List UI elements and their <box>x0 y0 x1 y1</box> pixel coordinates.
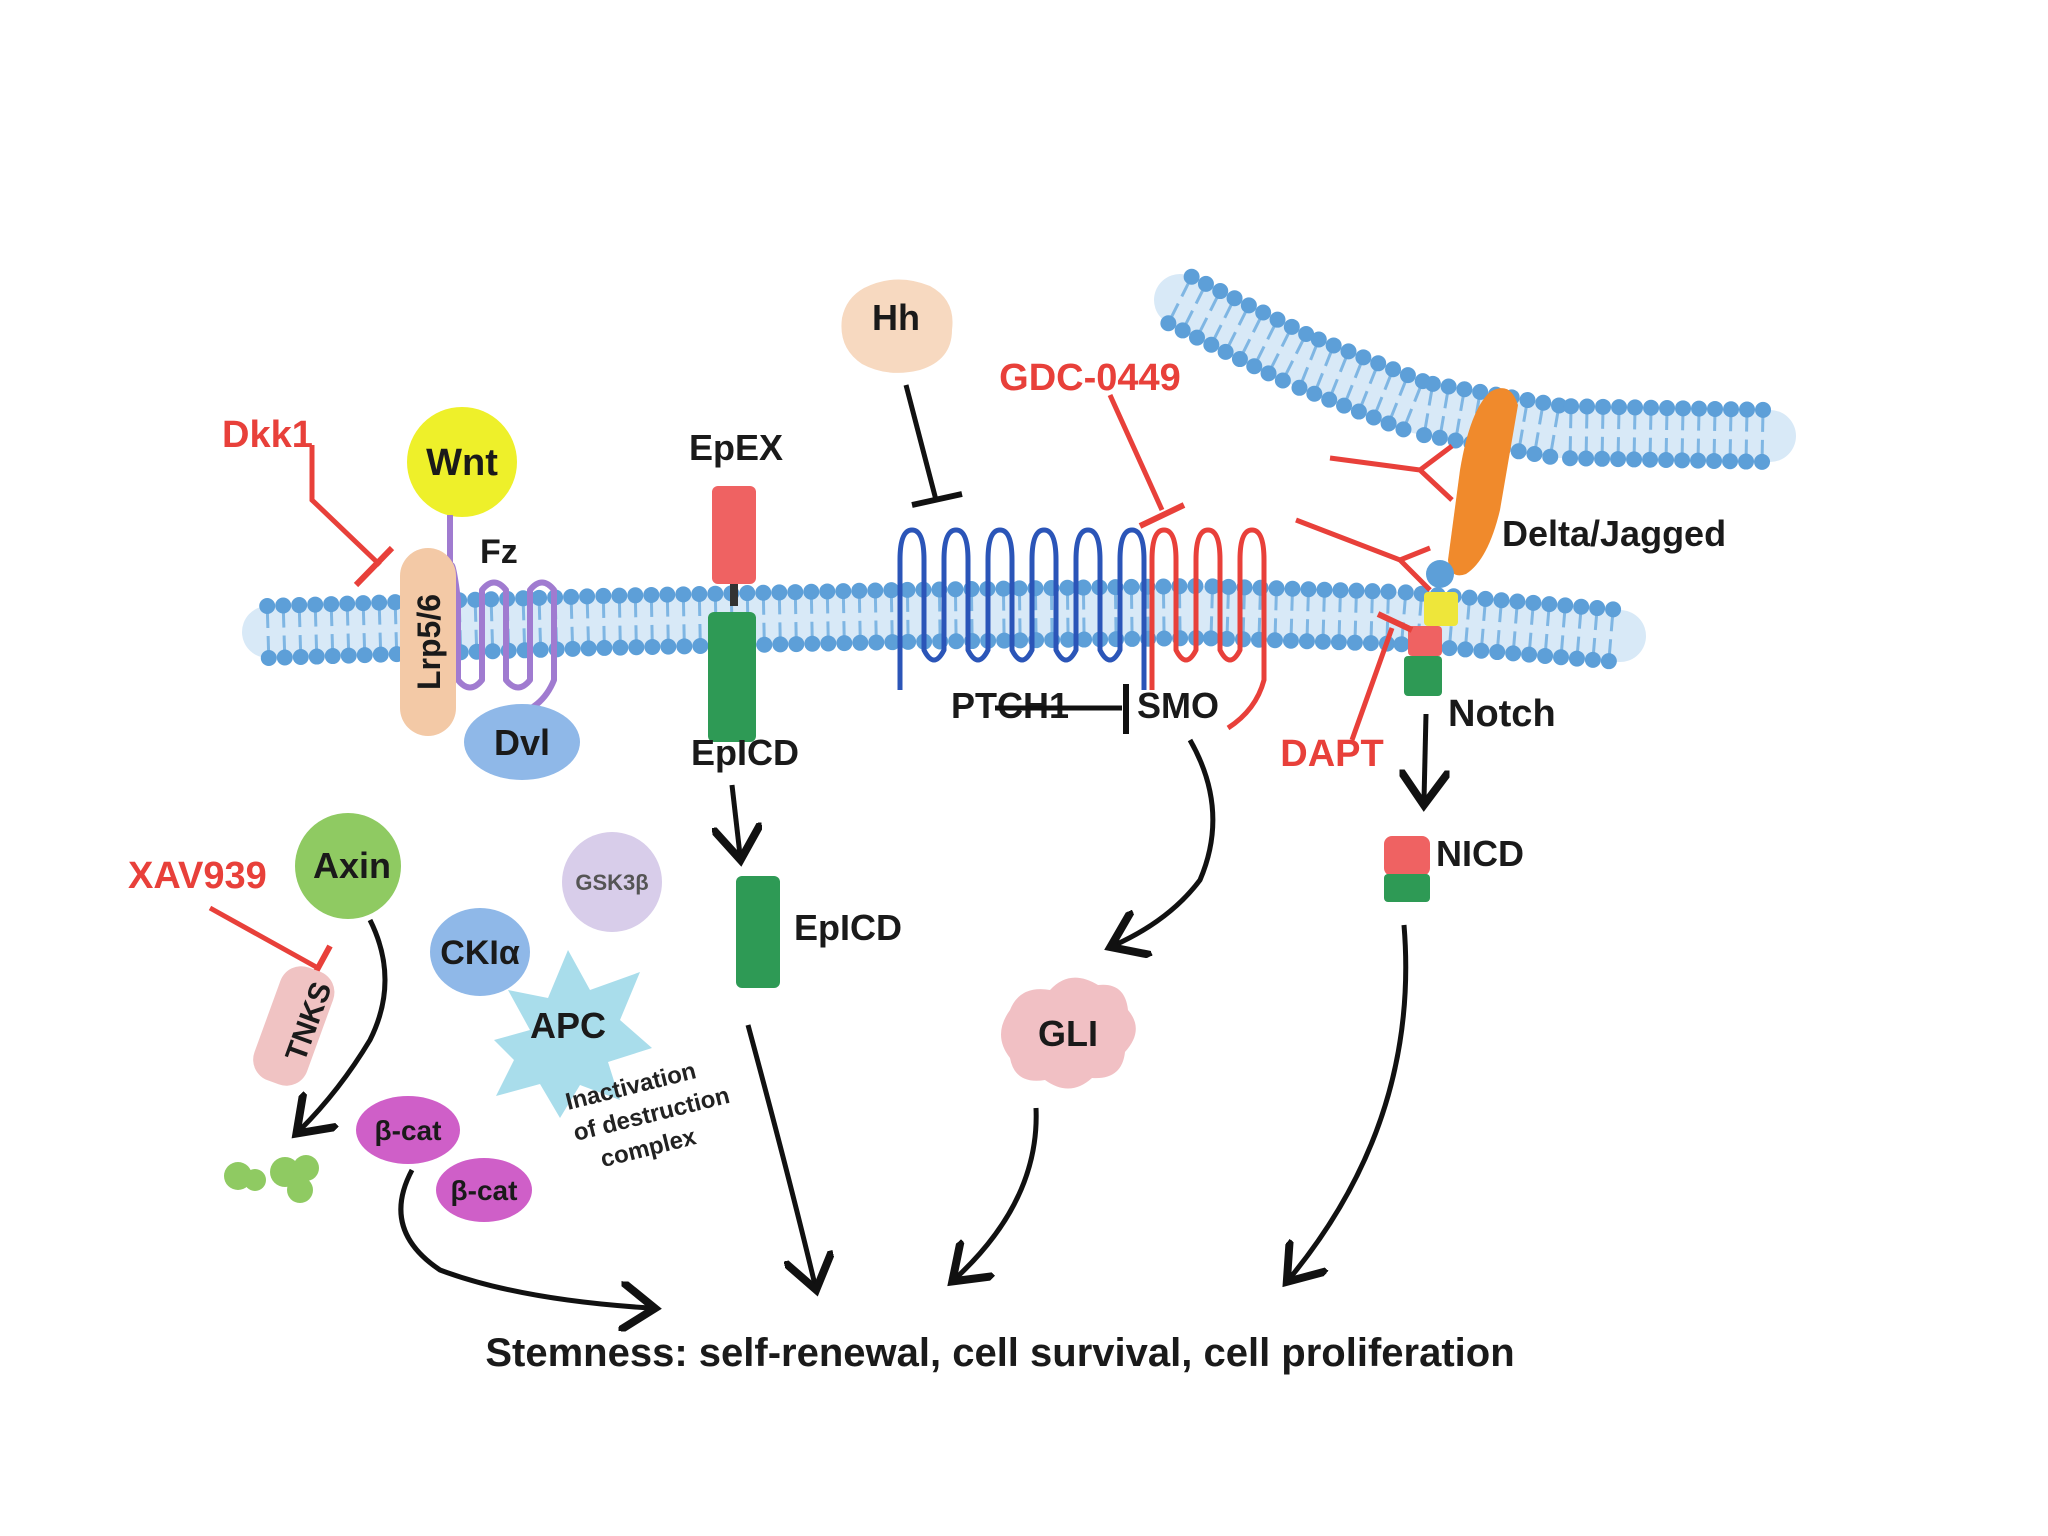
epicd-cleavage-arrow <box>732 784 740 855</box>
hh-inhibition-bar <box>911 491 963 508</box>
axin-protein <box>295 813 401 919</box>
cell-membrane-upper <box>1154 268 1796 470</box>
ckia-label: CKIα <box>440 934 520 972</box>
apc-protein <box>494 950 652 1118</box>
dkk1-inhibitor-bar <box>353 545 395 588</box>
epicd-free-domain <box>736 876 780 988</box>
lrp56-coreceptor <box>400 548 456 736</box>
wnt-label: Wnt <box>426 442 498 484</box>
dapt-label: DAPT <box>1280 733 1383 775</box>
dapt-inhibitor-line <box>1349 627 1395 741</box>
gsk3b-protein <box>562 832 662 932</box>
notch-ligand-blocker-4 <box>1399 545 1431 563</box>
xav939-inhibitor-line <box>208 905 320 971</box>
dkk1-label: Dkk1 <box>222 414 313 456</box>
wnt-ligand <box>407 407 517 517</box>
gdc0449-label: GDC-0449 <box>999 357 1181 399</box>
axin-degradation-arrow <box>300 918 388 1130</box>
epex-linker <box>730 584 738 606</box>
notch-ecd-head <box>1426 560 1454 588</box>
epicd-free-label: EpICD <box>794 907 902 948</box>
notch-pathway: Delta/Jagged Notch DAPT NICD <box>1280 388 1726 1278</box>
tnks-protein <box>253 966 335 1086</box>
hh-label: Hh <box>872 297 920 338</box>
smo-to-gli-arrow <box>1115 738 1216 945</box>
apc-label: APC <box>530 1005 606 1046</box>
smo-label: SMO <box>1137 685 1219 726</box>
epicd-membrane-domain <box>708 612 756 742</box>
wnt-pathway: Dkk1 Wnt Fz Lrp5/6 Dvl Axin XAV939 TNKS … <box>128 407 732 1308</box>
epcam-pathway: EpEX EpICD EpICD <box>689 427 902 1285</box>
epex-label: EpEX <box>689 427 783 468</box>
dvl-label: Dvl <box>494 722 550 763</box>
notch-red-domain <box>1408 626 1442 656</box>
epex-domain <box>712 486 756 584</box>
notch-yellow-domain <box>1424 592 1458 626</box>
gli-protein <box>1001 977 1136 1089</box>
nicd-red-domain <box>1384 836 1430 876</box>
gsk3b-label: GSK3β <box>575 870 648 895</box>
hh-inhibition-line <box>903 384 939 501</box>
fz-receptor <box>447 515 557 719</box>
nicd-label: NICD <box>1436 833 1524 874</box>
ckia-protein <box>430 908 530 996</box>
gli-label: GLI <box>1038 1013 1098 1054</box>
bcat-protein-2 <box>436 1158 532 1222</box>
epicd-membrane-label: EpICD <box>691 732 799 773</box>
degraded-fragments <box>224 1155 319 1203</box>
ptch1-receptor <box>897 527 1147 690</box>
bcat-protein-1 <box>356 1096 460 1164</box>
bcat-label-1: β-cat <box>375 1115 442 1146</box>
dkk1-inhibitor-line <box>309 445 382 567</box>
smo-receptor <box>1149 527 1267 731</box>
epicd-to-stemness-arrow <box>745 1024 815 1285</box>
gli-to-stemness-arrow <box>956 1107 1039 1278</box>
notch-green-domain <box>1404 656 1442 696</box>
notch-ligand-blocker-2 <box>1418 444 1454 472</box>
gdc0449-inhibitor-line <box>1107 393 1165 512</box>
dapt-inhibitor-bar <box>1376 611 1414 633</box>
xav939-label: XAV939 <box>128 855 267 897</box>
dvl-protein <box>464 704 580 780</box>
nicd-green-domain <box>1384 874 1430 902</box>
bcat-to-stemness-arrow <box>398 1168 650 1308</box>
hedgehog-pathway: Hh PTCH1 GDC-0449 SMO GLI <box>841 279 1267 1278</box>
delta-jagged-ligand <box>1448 388 1518 576</box>
lrp56-label: Lrp5/6 <box>411 594 447 690</box>
notch-ligand-blocker-1 <box>1329 455 1454 502</box>
notch-cleavage-arrow <box>1424 713 1426 800</box>
fz-label: Fz <box>480 533 518 571</box>
hh-ligand <box>841 279 953 373</box>
nicd-to-stemness-arrow <box>1290 924 1409 1278</box>
gdc0449-inhibitor-bar <box>1138 502 1186 529</box>
delta-jagged-label: Delta/Jagged <box>1502 513 1726 554</box>
axin-label: Axin <box>313 845 391 886</box>
stemness-outcome-text: Stemness: self-renewal, cell survival, c… <box>485 1331 1514 1375</box>
bcat-label-2: β-cat <box>451 1175 518 1206</box>
notch-label: Notch <box>1448 693 1556 735</box>
